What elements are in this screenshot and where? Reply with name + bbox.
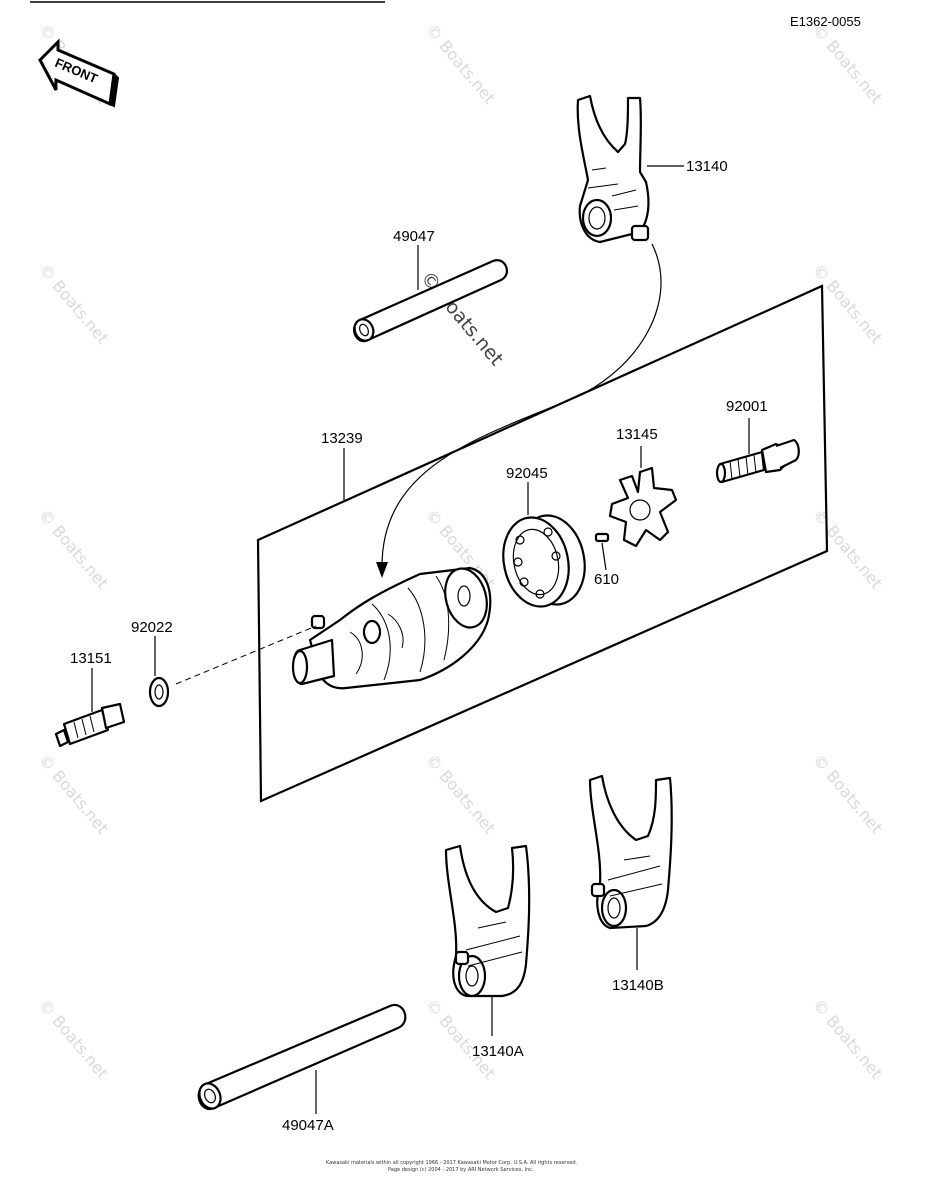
bolt-92001 [715, 438, 800, 484]
shift-drum-13239 [291, 566, 492, 690]
arrow-head-icon [376, 562, 388, 578]
shift-fork-13140A [444, 844, 531, 998]
watermark: © Boats.net [422, 750, 499, 837]
leader-610 [601, 542, 607, 571]
watermark: © Boats.net [809, 505, 886, 592]
watermark: © Boats.net [809, 20, 886, 107]
front-arrow-icon: FRONT [38, 38, 120, 108]
assembly-arrow [381, 243, 662, 571]
watermark: © Boats.net [809, 260, 886, 347]
part-label-13140B: 13140B [612, 977, 664, 994]
part-label-13140A: 13140A [472, 1043, 524, 1060]
part-label-13239: 13239 [321, 430, 363, 447]
cam-plate-13145 [608, 466, 678, 548]
part-label-92001: 92001 [726, 398, 768, 415]
part-label-13140: 13140 [686, 158, 728, 175]
watermark: © Boats.net [809, 750, 886, 837]
part-label-92045: 92045 [506, 465, 548, 482]
watermark: © Boats.net [35, 260, 112, 347]
shaft-49047 [352, 259, 508, 343]
watermark: © Boats.net [422, 20, 499, 107]
part-label-13151: 13151 [70, 650, 112, 667]
shift-fork-13140B [588, 774, 673, 930]
bearing-92045 [502, 514, 586, 608]
shift-fork-13140 [576, 94, 650, 244]
copyright-line-2: Page design (c) 2004 - 2017 by ARI Netwo… [388, 1167, 534, 1173]
watermark: © Boats.net [35, 995, 112, 1082]
assembly-frame [256, 284, 829, 803]
watermark: © Boats.net [809, 995, 886, 1082]
part-label-49047A: 49047A [282, 1117, 334, 1134]
part-label-13145: 13145 [616, 426, 658, 443]
part-label-610: 610 [594, 571, 619, 588]
washer-92022 [148, 676, 170, 708]
part-label-49047: 49047 [393, 228, 435, 245]
neutral-switch-13151 [54, 702, 126, 748]
watermark: © Boats.net [35, 750, 112, 837]
copyright-line-1: Kawasaki materials within all copyright … [326, 1160, 578, 1166]
alignment-line [175, 625, 317, 685]
watermark: © Boats.net [35, 505, 112, 592]
pin-610 [594, 532, 610, 543]
part-label-92022: 92022 [131, 619, 173, 636]
shaft-49047A [197, 1003, 407, 1111]
figure-code: E1362-0055 [790, 14, 861, 29]
watermark: © Boats.net [422, 995, 499, 1082]
